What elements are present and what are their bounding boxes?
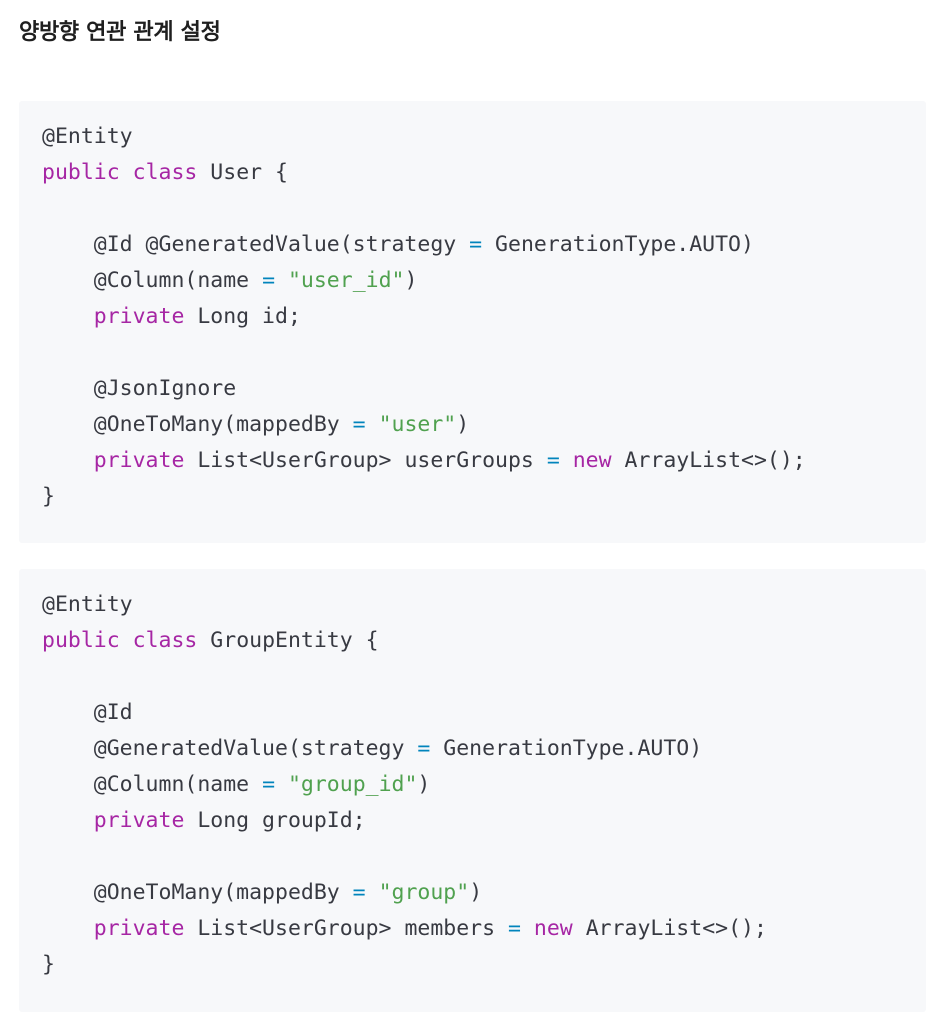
code-token: [275, 268, 288, 293]
code-token: new: [533, 916, 573, 941]
code-line: private List<UserGroup> members = new Ar…: [42, 911, 926, 947]
code-token: ): [469, 880, 483, 905]
code-token: User {: [197, 160, 288, 185]
code-token: [366, 412, 379, 437]
code-line: @Entity: [42, 587, 926, 623]
code-line: [42, 839, 926, 875]
code-token: @Column(name: [42, 772, 263, 797]
code-token: "group_id": [287, 772, 418, 797]
code-line: @Column(name = "user_id"): [42, 263, 926, 299]
code-token: GenerationType.AUTO): [482, 232, 754, 257]
code-token: GroupEntity {: [197, 628, 379, 653]
code-line: @JsonIgnore: [42, 371, 926, 407]
code-line: [42, 659, 926, 695]
code-token: private: [93, 448, 185, 473]
code-token: @GeneratedValue(strategy: [42, 736, 418, 761]
code-token: =: [262, 268, 276, 293]
code-line: public class GroupEntity {: [42, 623, 926, 659]
code-token: =: [352, 412, 366, 437]
code-line: private Long id;: [42, 299, 926, 335]
code-token: class: [132, 628, 198, 653]
code-token: Long id;: [184, 304, 301, 329]
code-token: private: [93, 808, 185, 833]
code-token: List<UserGroup> userGroups: [184, 448, 547, 473]
code-line: [42, 191, 926, 227]
code-token: ): [417, 772, 431, 797]
code-token: =: [546, 448, 560, 473]
code-token: [120, 160, 133, 185]
code-token: [120, 628, 133, 653]
code-line: }: [42, 479, 926, 515]
code-token: ): [456, 412, 470, 437]
code-block-group-entity: @Entity public class GroupEntity { @Id @G…: [19, 569, 926, 1012]
code-line: [42, 335, 926, 371]
code-token: new: [572, 448, 612, 473]
code-token: public: [42, 160, 120, 185]
code-token: Long groupId;: [184, 808, 366, 833]
code-line: @OneToMany(mappedBy = "user"): [42, 407, 926, 443]
code-token: [42, 808, 94, 833]
code-line: public class User {: [42, 155, 926, 191]
code-line: private Long groupId;: [42, 803, 926, 839]
code-token: =: [508, 916, 521, 941]
code-line: @Id: [42, 695, 926, 731]
code-token: @Id @GeneratedValue(strategy: [42, 232, 470, 257]
code-token: @Entity: [42, 592, 133, 617]
code-token: private: [93, 304, 185, 329]
code-token: ArrayList<>();: [572, 916, 767, 941]
code-token: class: [132, 160, 198, 185]
code-token: GenerationType.AUTO): [430, 736, 703, 761]
code-line: private List<UserGroup> userGroups = new…: [42, 443, 926, 479]
code-token: @Entity: [42, 124, 133, 149]
code-token: [366, 880, 379, 905]
code-token: [275, 772, 288, 797]
code-token: @OneToMany(mappedBy: [42, 880, 353, 905]
code-line: }: [42, 947, 926, 983]
code-line: @OneToMany(mappedBy = "group"): [42, 875, 926, 911]
code-token: "user": [378, 412, 457, 437]
code-line: @GeneratedValue(strategy = GenerationTyp…: [42, 731, 926, 767]
code-token: @JsonIgnore: [42, 376, 237, 401]
code-line: @Entity: [42, 119, 926, 155]
section-heading: 양방향 연관 관계 설정: [19, 20, 221, 45]
code-token: [42, 916, 94, 941]
code-block-user-entity: @Entity public class User { @Id @Generate…: [19, 101, 926, 543]
code-token: "user_id": [287, 268, 405, 293]
code-token: }: [42, 952, 55, 977]
code-line: @Id @GeneratedValue(strategy = Generatio…: [42, 227, 926, 263]
code-token: ArrayList<>();: [611, 448, 806, 473]
code-token: }: [42, 484, 55, 509]
code-token: =: [352, 880, 366, 905]
code-token: public: [42, 628, 120, 653]
code-token: =: [417, 736, 431, 761]
code-token: [42, 304, 94, 329]
code-token: @OneToMany(mappedBy: [42, 412, 353, 437]
code-token: @Column(name: [42, 268, 263, 293]
code-token: private: [93, 916, 185, 941]
code-token: List<UserGroup> members: [184, 916, 508, 941]
code-token: =: [262, 772, 276, 797]
code-token: [42, 448, 94, 473]
code-token: [521, 916, 534, 941]
code-token: "group": [378, 880, 470, 905]
code-line: @Column(name = "group_id"): [42, 767, 926, 803]
code-token: =: [469, 232, 483, 257]
code-token: [560, 448, 573, 473]
code-token: @Id: [42, 700, 133, 725]
code-token: ): [404, 268, 418, 293]
